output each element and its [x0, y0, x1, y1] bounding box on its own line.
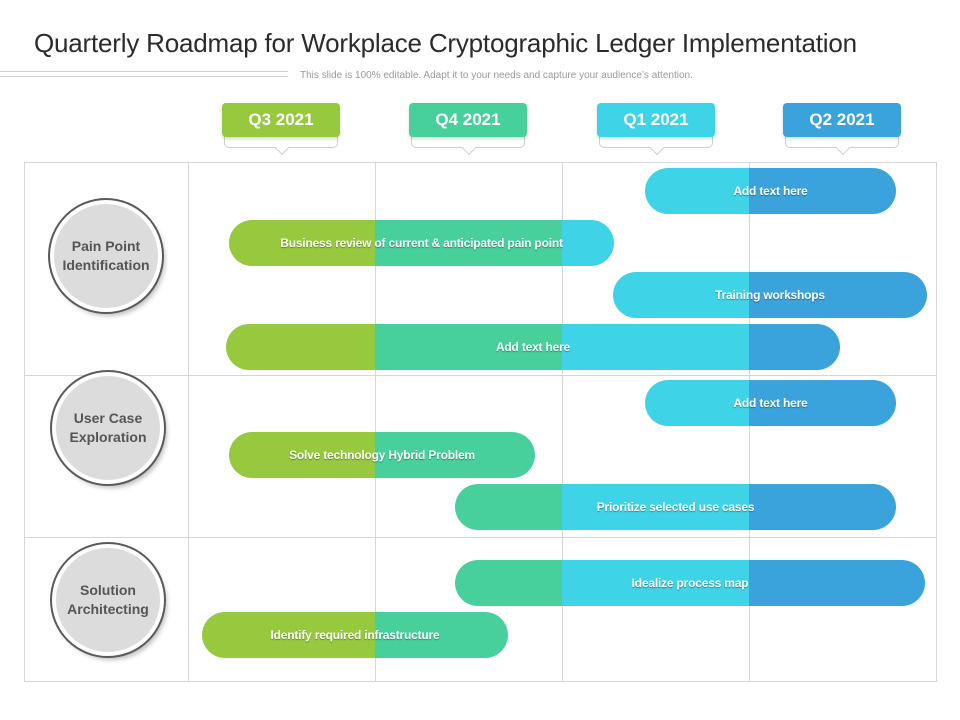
grid-row-divider-2 [24, 537, 937, 538]
task-bar: Idealize process map [455, 560, 925, 606]
task-bar-label: Add text here [733, 184, 808, 198]
category-label: Solution Architecting [67, 582, 149, 617]
task-bar-label: Training workshops [715, 288, 825, 302]
task-bar-label: Add text here [733, 396, 808, 410]
category-circle-pain-point: Pain Point Identification [50, 200, 162, 312]
task-bar-label: Business review of current & anticipated… [280, 236, 563, 250]
task-bar: Add text here [645, 380, 896, 426]
grid-divider-q4-q1 [562, 162, 563, 682]
task-bar: Add text here [226, 324, 840, 370]
category-circle-user-case: User Case Exploration [52, 372, 164, 484]
task-bar-label: Idealize process map [631, 576, 749, 590]
task-bar-label: Identify required infrastructure [270, 628, 440, 642]
quarter-header-q1: Q1 2021 [597, 103, 715, 137]
grid-row-divider-1 [24, 375, 937, 376]
quarter-header-q2: Q2 2021 [783, 103, 901, 137]
page-subtitle: This slide is 100% editable. Adapt it to… [300, 70, 693, 81]
category-label: User Case Exploration [69, 410, 147, 445]
task-bar: Solve technology Hybrid Problem [229, 432, 535, 478]
task-bar-label: Prioritize selected use cases [596, 500, 755, 514]
task-bar: Training workshops [613, 272, 927, 318]
category-label: Pain Point Identification [62, 238, 150, 273]
category-circle-solution: Solution Architecting [52, 544, 164, 656]
grid-divider-label-column [188, 162, 189, 682]
task-bar: Add text here [645, 168, 896, 214]
grid-divider-q3-q4 [375, 162, 376, 682]
task-bar: Business review of current & anticipated… [229, 220, 614, 266]
task-bar-label: Add text here [495, 340, 571, 354]
quarter-header-q4: Q4 2021 [409, 103, 527, 137]
roadmap-grid [24, 162, 937, 682]
task-bar: Identify required infrastructure [202, 612, 508, 658]
page-title: Quarterly Roadmap for Workplace Cryptogr… [34, 28, 857, 58]
task-bar-label: Solve technology Hybrid Problem [289, 448, 475, 462]
title-rule [0, 71, 288, 77]
task-bar: Prioritize selected use cases [455, 484, 896, 530]
quarter-header-q3: Q3 2021 [222, 103, 340, 137]
